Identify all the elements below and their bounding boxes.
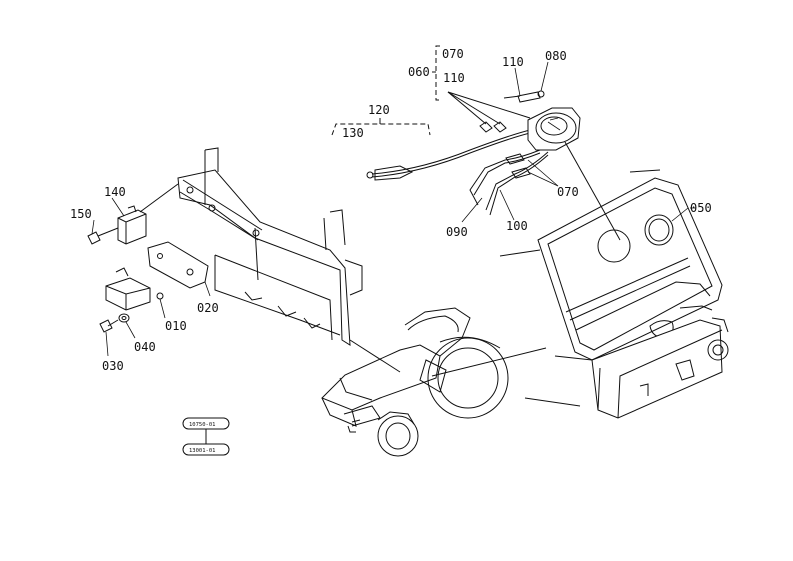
label-110-a: 110 xyxy=(443,71,465,85)
label-150: 150 xyxy=(70,207,92,221)
relay-part-140 xyxy=(117,183,179,245)
flasher-part-010 xyxy=(105,267,166,319)
label-050: 050 xyxy=(690,201,712,215)
bolt-part-030 xyxy=(99,319,119,357)
washer-part-040 xyxy=(118,313,136,339)
label-080: 080 xyxy=(545,49,567,63)
code-badge-bottom xyxy=(182,443,230,456)
label-030: 030 xyxy=(102,359,124,373)
code-badges: 10750-01 13001-01 xyxy=(182,417,230,456)
label-120: 120 xyxy=(368,103,390,117)
cable-part-120 xyxy=(331,118,531,181)
dashboard-panel-050 xyxy=(499,141,723,361)
label-070-right: 070 xyxy=(557,185,579,199)
label-040: 040 xyxy=(134,340,156,354)
hour-meter-assembly xyxy=(432,45,581,151)
part-labels: 140 150 020 010 040 030 120 130 070 060 … xyxy=(70,47,712,373)
code-top-text: 10750-01 xyxy=(189,422,216,428)
label-070-top: 070 xyxy=(442,47,464,61)
label-130: 130 xyxy=(342,126,364,140)
label-140: 140 xyxy=(104,185,126,199)
label-100: 100 xyxy=(506,219,528,233)
label-060: 060 xyxy=(408,65,430,79)
bracket-frame xyxy=(177,147,363,346)
leader-lines xyxy=(91,197,696,235)
code-bottom-text: 13001-01 xyxy=(189,448,216,454)
wire-harness-090-100 xyxy=(461,149,559,223)
label-090: 090 xyxy=(446,225,468,239)
tractor-outline xyxy=(321,307,547,457)
bolt-part-150 xyxy=(87,227,119,245)
label-110-b: 110 xyxy=(502,55,524,69)
label-010: 010 xyxy=(165,319,187,333)
lower-console xyxy=(524,317,729,419)
bracket-part-020 xyxy=(147,241,211,297)
label-020: 020 xyxy=(197,301,219,315)
